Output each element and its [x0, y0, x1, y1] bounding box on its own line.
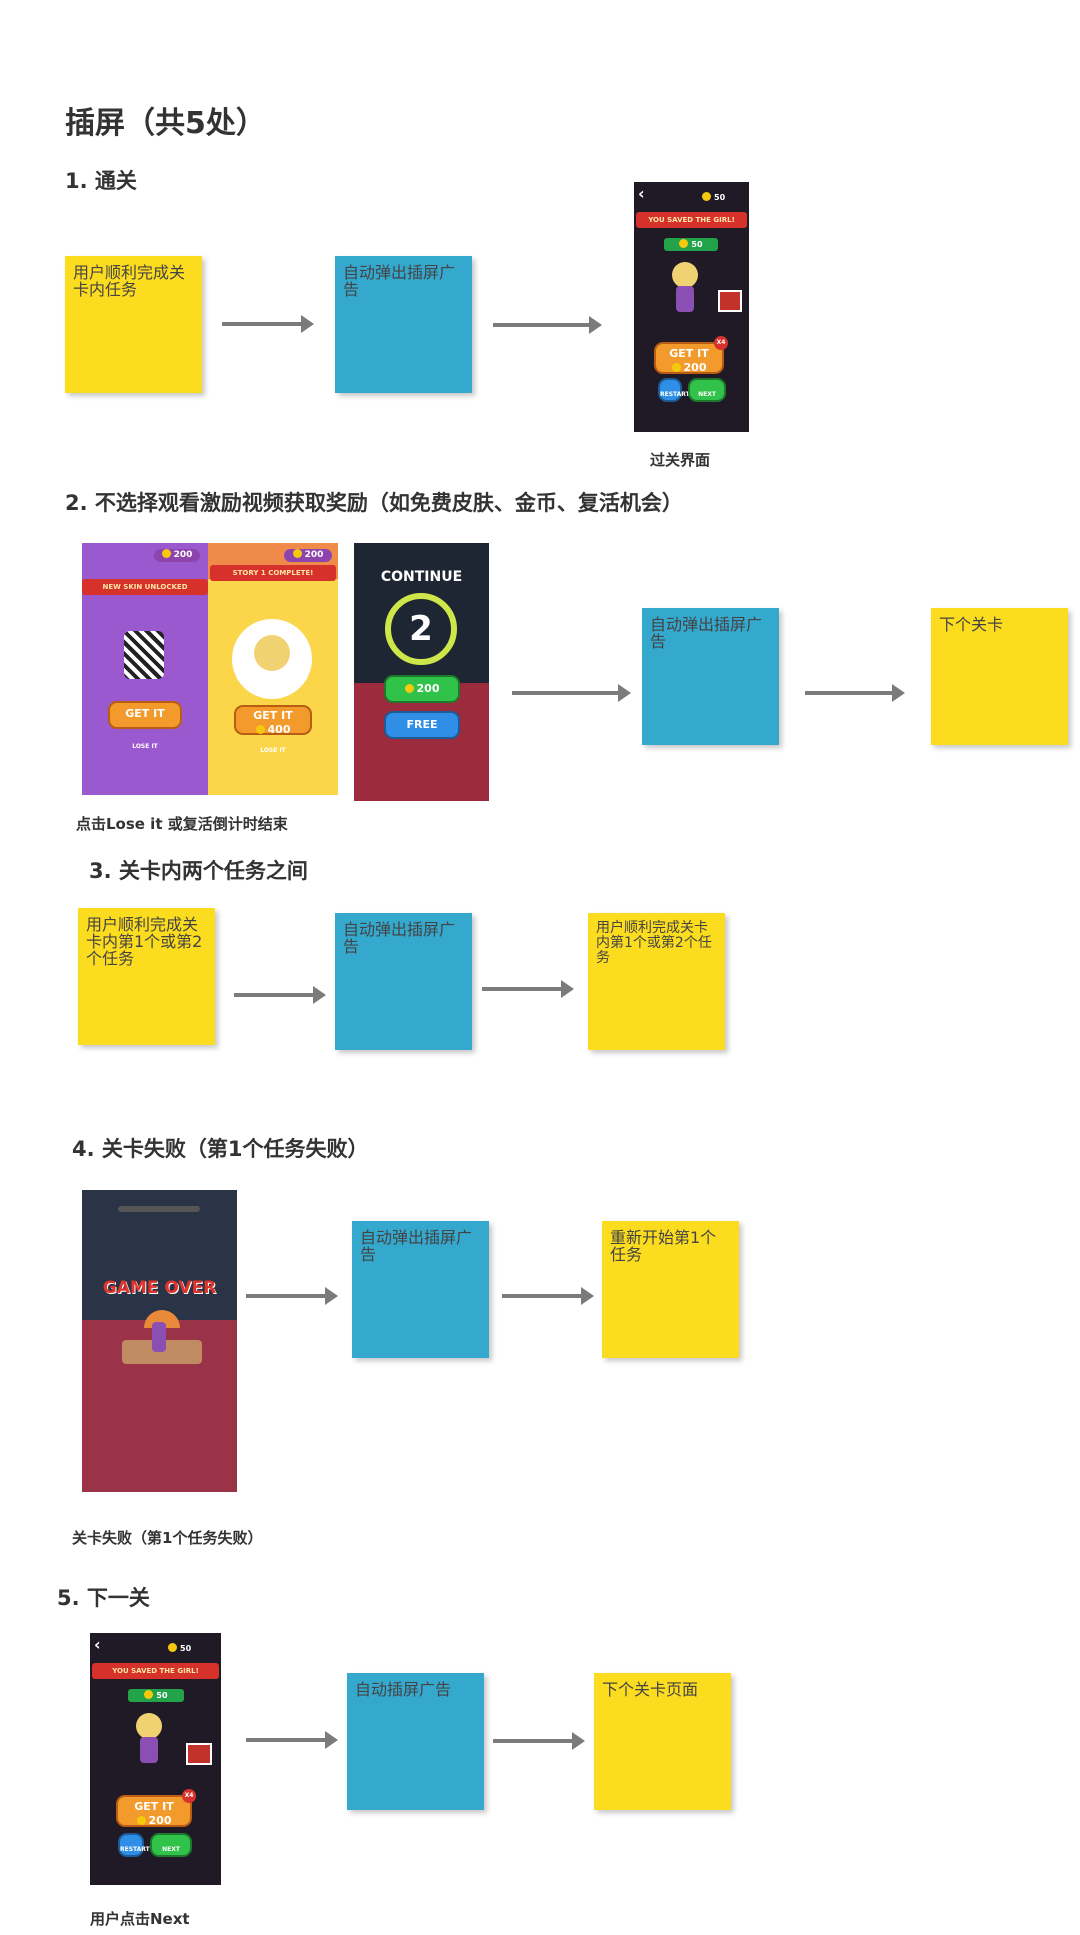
continue-title: CONTINUE: [380, 569, 463, 585]
sticky-note: 用户顺利完成关卡内任务: [65, 256, 202, 393]
game-over-screenshot: GAME OVER: [82, 1190, 237, 1492]
gift-box-icon: [186, 1743, 212, 1765]
flow-arrow: [246, 1287, 338, 1305]
get-it-button[interactable]: GET IT: [108, 701, 182, 729]
flow-arrow: [512, 684, 631, 702]
flow-arrow: [493, 316, 602, 334]
sticky-note: 用户顺利完成关卡内第1个或第2个任务: [588, 913, 725, 1050]
flow-arrow: [482, 980, 574, 998]
sticky-note: 下个关卡: [931, 608, 1068, 745]
coin-counter: 200: [154, 549, 200, 562]
reward-coins: 50: [128, 1689, 184, 1702]
new-skin-screenshot: 200 NEW SKIN UNLOCKED GET IT LOSE IT: [82, 543, 208, 795]
story-banner: STORY 1 COMPLETE!: [210, 565, 336, 581]
flow-arrow: [493, 1732, 585, 1750]
section-1-heading: 1. 通关: [65, 169, 137, 193]
screenshot-caption: 关卡失败（第1个任务失败）: [72, 1529, 263, 1547]
screenshot-caption: 点击Lose it 或复活倒计时结束: [76, 815, 288, 833]
new-skin-banner: NEW SKIN UNLOCKED: [82, 579, 208, 595]
sticky-note: 自动弹出插屏广告: [335, 913, 472, 1050]
back-arrow-icon: ‹: [94, 1635, 101, 1654]
restart-button[interactable]: RESTART: [118, 1833, 150, 1857]
lose-it-link[interactable]: LOSE IT: [260, 747, 286, 754]
sticky-note: 用户顺利完成关卡内第1个或第2个任务: [78, 908, 215, 1045]
sticky-note: 自动弹出插屏广告: [335, 256, 472, 393]
skin-outfit-icon: [124, 631, 164, 679]
flow-arrow: [502, 1287, 594, 1305]
restart-button[interactable]: RESTART: [658, 378, 690, 402]
lose-it-link[interactable]: LOSE IT: [132, 743, 158, 750]
page-title: 插屏（共5处）: [65, 106, 266, 141]
free-revive-button[interactable]: FREE: [384, 711, 460, 739]
sticky-note: 下个关卡页面: [594, 1673, 731, 1810]
flow-arrow: [246, 1731, 338, 1749]
flow-arrow: [234, 986, 326, 1004]
girl-character-icon: [254, 635, 290, 671]
section-2-heading: 2. 不选择观看激励视频获取奖励（如免费皮肤、金币、复活机会）: [65, 491, 683, 515]
win-banner: YOU SAVED THE GIRL!: [636, 212, 747, 228]
next-button[interactable]: NEXT: [688, 378, 726, 402]
continue-screenshot: CONTINUE 2 200 FREE: [354, 543, 489, 801]
girl-character-icon: [152, 1322, 166, 1352]
multiplier-badge: X4: [714, 336, 728, 350]
sticky-note: 自动弹出插屏广告: [352, 1221, 489, 1358]
win-banner: YOU SAVED THE GIRL!: [92, 1663, 219, 1679]
coin-counter: 50: [168, 1643, 191, 1653]
section-4-heading: 4. 关卡失败（第1个任务失败）: [72, 1137, 369, 1161]
multiplier-badge: X4: [182, 1789, 196, 1803]
back-arrow-icon: ‹: [638, 184, 645, 203]
gift-box-icon: [718, 290, 742, 312]
sticky-note: 自动弹出插屏广告: [642, 608, 779, 745]
reward-coins: 50: [664, 238, 718, 251]
section-5-heading: 5. 下一关: [57, 1586, 150, 1610]
countdown-timer: 2: [385, 593, 457, 665]
girl-character-icon: [672, 262, 698, 288]
screenshot-caption: 用户点击Next: [90, 1910, 190, 1928]
sticky-note: 自动插屏广告: [347, 1673, 484, 1810]
girl-character-icon: [136, 1713, 162, 1739]
revive-coins-button[interactable]: 200: [384, 675, 460, 703]
girl-body-icon: [676, 286, 694, 312]
flow-arrow: [805, 684, 905, 702]
sticky-note: 重新开始第1个任务: [602, 1221, 739, 1358]
flow-arrow: [222, 315, 314, 333]
coin-counter: 50: [702, 192, 725, 202]
game-over-title: GAME OVER: [102, 1278, 217, 1298]
progress-bar: [118, 1206, 200, 1212]
coin-counter: 200: [284, 549, 332, 562]
screenshot-caption: 过关界面: [650, 451, 711, 469]
girl-body-icon: [140, 1737, 158, 1763]
next-button[interactable]: NEXT: [150, 1833, 192, 1857]
section-3-heading: 3. 关卡内两个任务之间: [89, 859, 308, 883]
